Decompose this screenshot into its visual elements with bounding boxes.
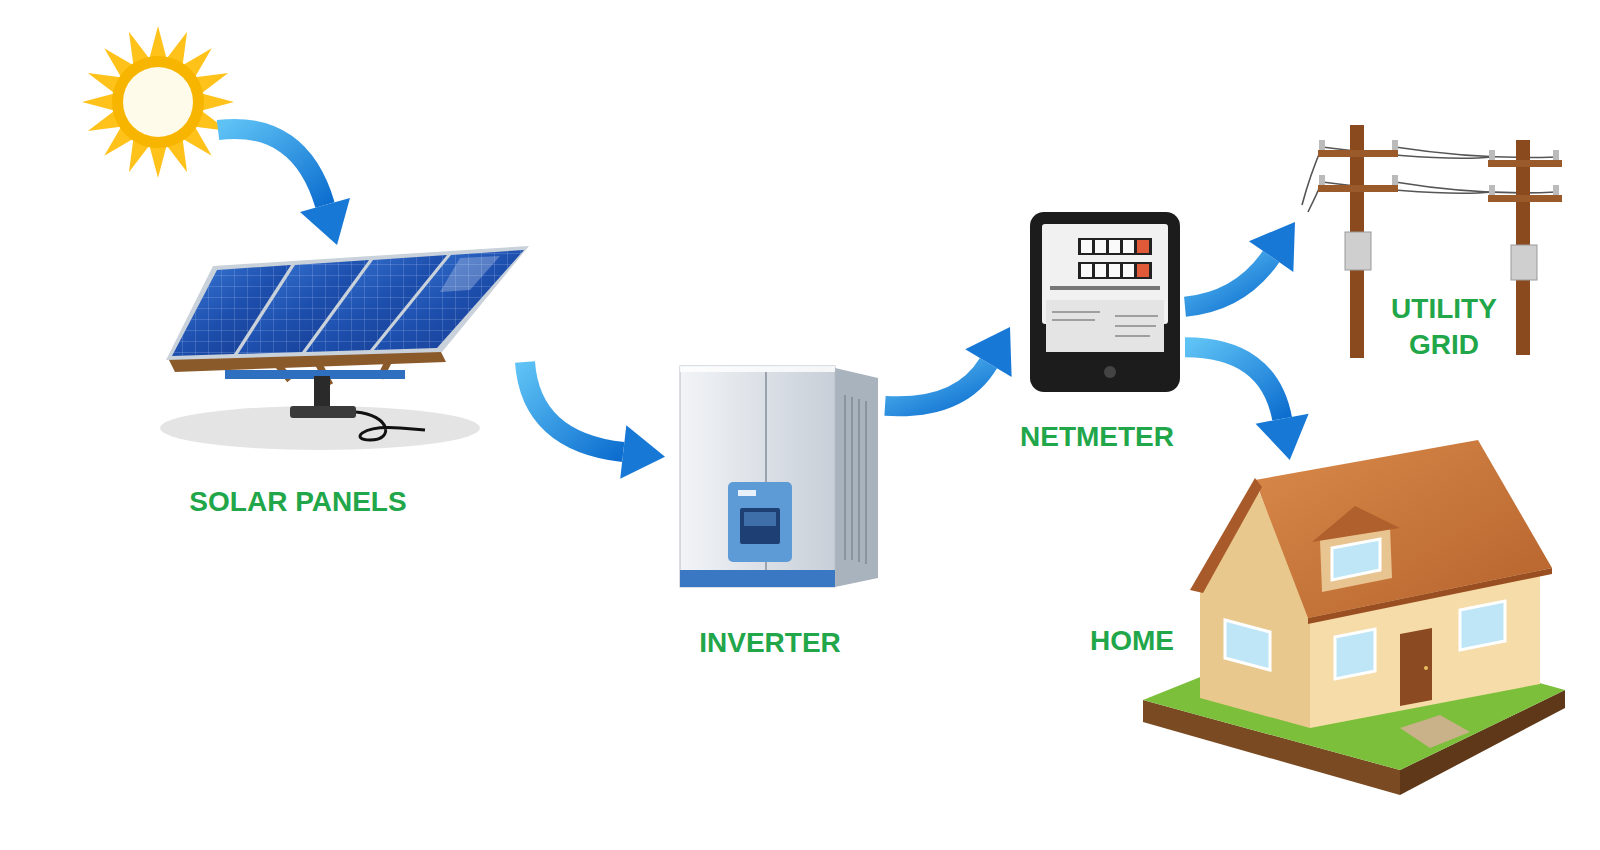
inverter-illustration — [680, 366, 878, 587]
arrow-head — [620, 425, 665, 479]
arrow-head — [1249, 222, 1295, 272]
sun-icon — [82, 26, 234, 178]
solar-panel-illustration — [160, 246, 529, 450]
arrow-shaft — [525, 362, 623, 452]
node-label: SOLAR PANELS — [189, 484, 406, 520]
node-label: HOME — [1090, 623, 1174, 659]
utility-grid-node: UTILITY GRID — [1295, 120, 1560, 370]
flow-arrow — [1185, 222, 1295, 307]
home-node: HOME — [1070, 460, 1565, 795]
arrow-head — [1256, 414, 1309, 460]
flow-arrow — [1185, 347, 1309, 460]
sunlight-arrow — [218, 129, 350, 245]
inverter-node: INVERTER — [665, 355, 885, 665]
netmeter-node: NETMETER — [1010, 205, 1185, 459]
solar-panels-node: SOLAR PANELS — [140, 235, 525, 524]
arrow-head — [965, 327, 1011, 377]
node-label: NETMETER — [1020, 419, 1174, 455]
node-label: UTILITY GRID — [1374, 291, 1514, 364]
arrow-shaft — [1185, 257, 1271, 307]
net-meter-illustration — [1030, 212, 1180, 392]
house-illustration — [1143, 440, 1565, 795]
arrow-shaft — [885, 363, 988, 406]
arrow-shaft — [1185, 347, 1282, 418]
flow-arrow — [525, 362, 665, 479]
flow-arrow — [885, 327, 1012, 406]
node-label: INVERTER — [699, 625, 841, 661]
